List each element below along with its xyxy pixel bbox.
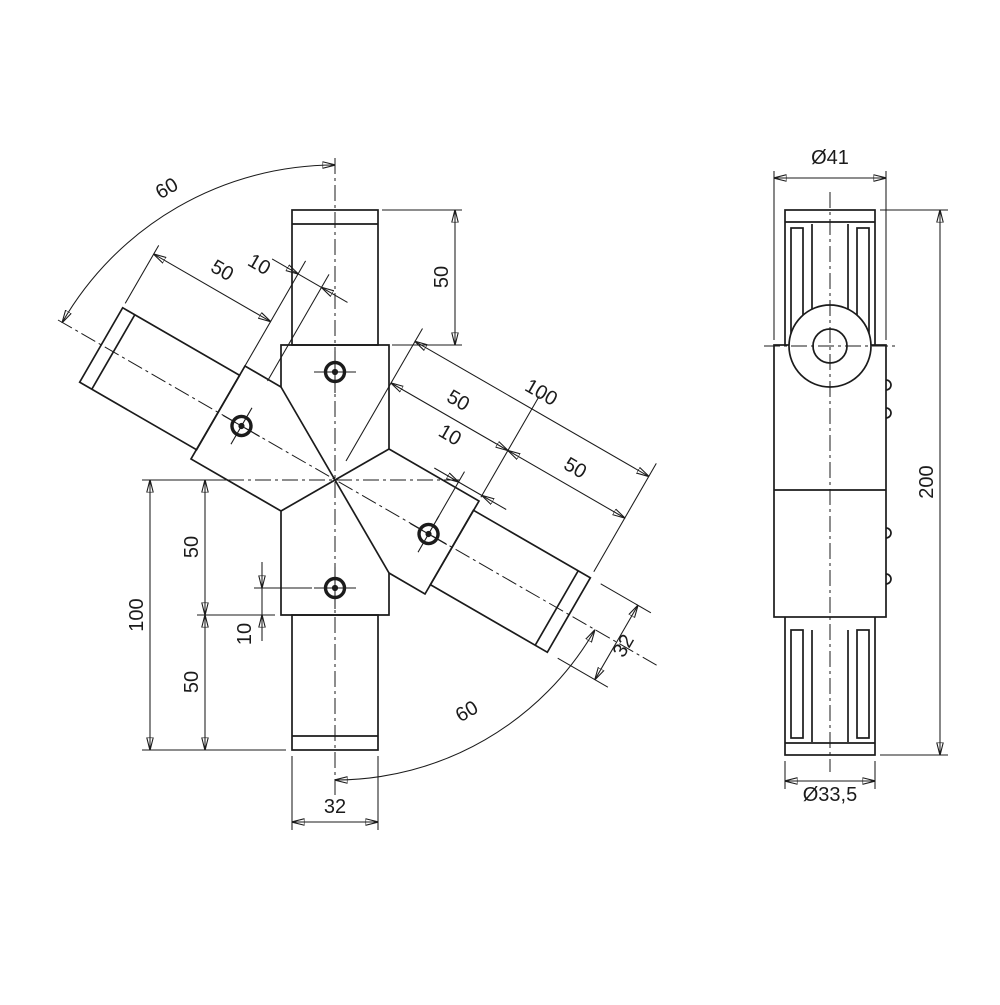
dim-label-upper-left-tube-length: 50 xyxy=(207,256,237,286)
diagonal-centerline xyxy=(57,319,659,667)
side-dimensions: Ø41 200 Ø33,5 xyxy=(774,147,948,806)
screw-bump xyxy=(885,573,892,585)
screw-bump xyxy=(885,407,892,419)
dim-label-bottom-bolt-offset: 10 xyxy=(234,623,256,645)
dim-bottom-tube-width: 32 xyxy=(292,756,378,830)
front-view: 50 50 10 100 xyxy=(57,158,659,830)
dim-lower-right-bolt-offset: 10 xyxy=(434,420,507,521)
side-centerlines xyxy=(764,192,896,772)
dim-label-diameter-top: Ø41 xyxy=(811,147,849,169)
dim-label-angle-lower-right: 60 xyxy=(452,697,482,727)
screw-bump xyxy=(885,527,892,539)
dim-left-halves: 50 50 xyxy=(181,480,275,750)
dim-upper-left-tube-length: 50 xyxy=(124,245,307,372)
slot xyxy=(856,629,870,739)
dim-upper-tube-length: 50 xyxy=(382,210,462,345)
slot xyxy=(790,629,804,739)
dim-overall-length: 200 xyxy=(880,210,948,755)
dim-label-lower-right-inner: 50 xyxy=(443,386,473,416)
side-view: Ø41 200 Ø33,5 xyxy=(764,147,948,806)
side-geometry xyxy=(773,209,892,756)
dim-angle-upper-left: 60 xyxy=(62,165,335,323)
dim-label-angle-upper-left: 60 xyxy=(152,174,182,204)
dim-label-left-upper: 50 xyxy=(181,536,203,558)
screw-bump xyxy=(885,379,892,391)
dim-diameter-bottom: Ø33,5 xyxy=(785,761,875,806)
dim-label-upper-left-bolt-offset: 10 xyxy=(244,250,274,280)
dim-bottom-bolt-offset: 10 xyxy=(234,562,312,645)
dim-label-lower-right-total: 100 xyxy=(521,375,561,411)
dim-lower-right-halves: 50 50 xyxy=(391,383,625,518)
dim-angle-lower-right: 60 xyxy=(335,630,595,780)
front-centerlines xyxy=(57,158,659,798)
dim-label-diameter-bottom: Ø33,5 xyxy=(803,784,857,806)
dim-label-angled-tube-width: 32 xyxy=(609,631,639,661)
front-dimensions: 50 50 10 100 xyxy=(62,165,657,830)
dim-label-left-total: 100 xyxy=(126,598,148,631)
dim-label-left-lower: 50 xyxy=(181,671,203,693)
dim-label-upper-tube-length: 50 xyxy=(431,266,453,288)
dim-left-total: 100 xyxy=(126,480,286,750)
dim-label-lower-right-outer: 50 xyxy=(560,453,590,483)
dim-diameter-top: Ø41 xyxy=(774,147,886,340)
dim-label-lower-right-bolt-offset: 10 xyxy=(435,420,465,450)
dim-label-bottom-tube-width: 32 xyxy=(324,796,346,818)
dim-label-overall-length: 200 xyxy=(916,465,938,498)
